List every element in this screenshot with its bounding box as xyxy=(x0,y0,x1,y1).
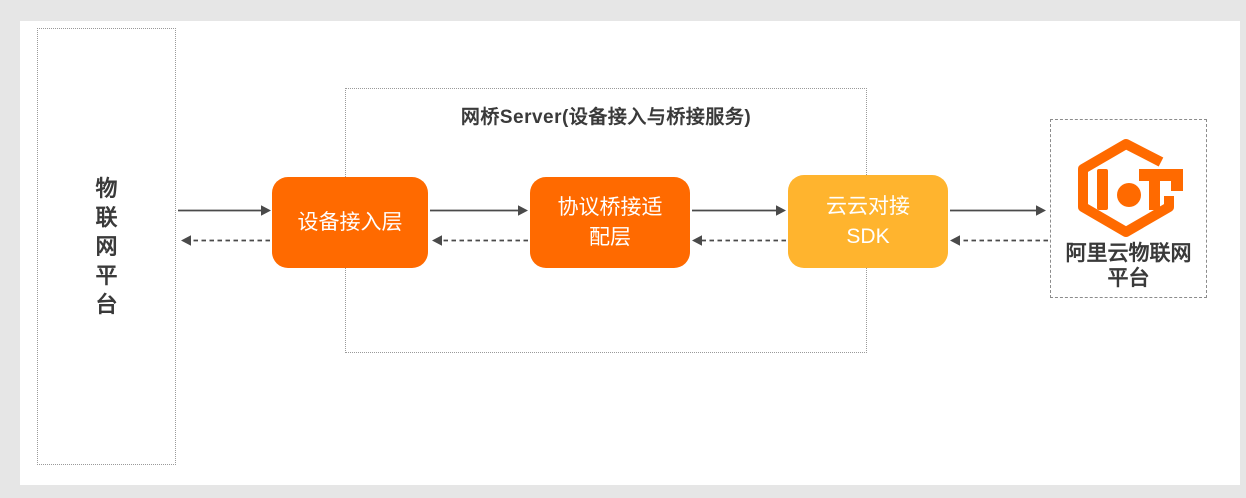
right-platform-label-line: 阿里云物联网 xyxy=(1065,242,1192,265)
right-platform-label-line: 平台 xyxy=(1107,267,1150,290)
node-label-line: SDK xyxy=(846,224,890,248)
left-platform-label: 物联网平台 xyxy=(95,176,118,317)
node-label-line: 配层 xyxy=(589,225,631,249)
left-platform-box: 物联网平台 xyxy=(37,28,176,465)
right-platform-label: 阿里云物联网 平台 xyxy=(1066,241,1192,291)
node-protocol-bridge-adapter-layer: 协议桥接适 配层 xyxy=(530,177,690,268)
node-label-line: 协议桥接适 xyxy=(557,195,663,219)
node-device-access-layer: 设备接入层 xyxy=(272,177,428,268)
node-cloud-cloud-sdk: 云云对接 SDK xyxy=(788,175,948,268)
right-platform-box: 阿里云物联网 平台 xyxy=(1050,119,1207,298)
node-label-line: 云云对接 xyxy=(826,194,910,218)
node-label-line: 设备接入层 xyxy=(297,210,403,234)
bridge-server-title: 网桥Server(设备接入与桥接服务) xyxy=(460,107,752,128)
aliyun-iot-logo-icon xyxy=(1077,139,1183,237)
